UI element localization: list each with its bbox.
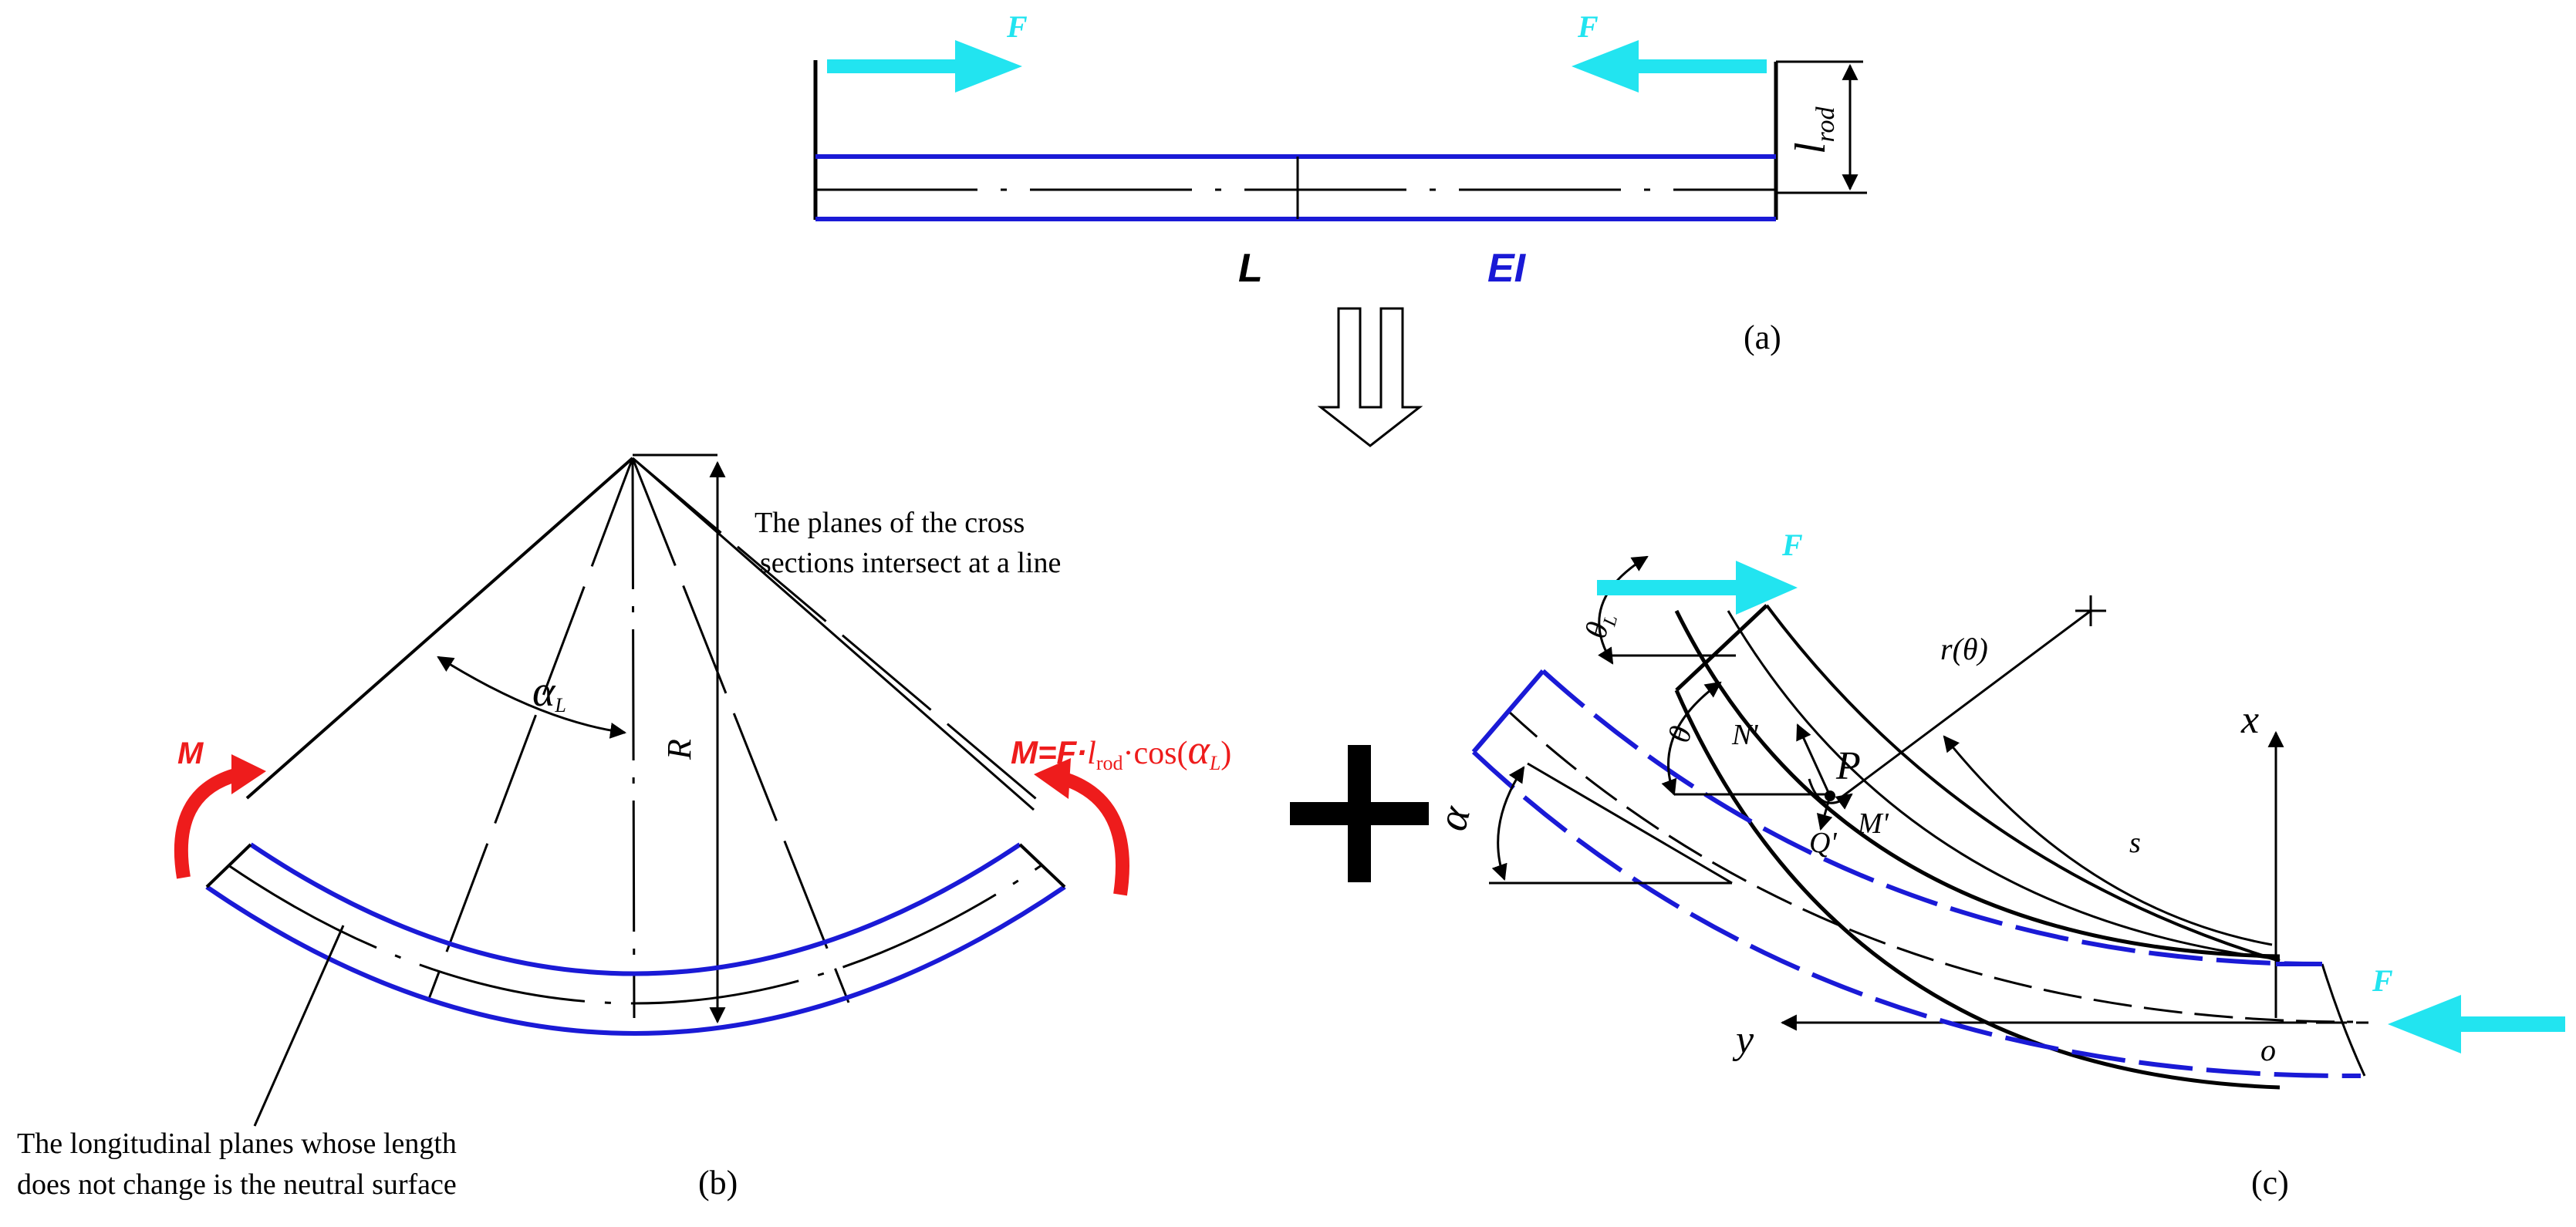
arc-end-left — [205, 843, 252, 888]
force-arrow-right — [2388, 995, 2565, 1053]
theta-arc — [1661, 681, 1722, 796]
arc-top-edge — [249, 842, 1021, 976]
n-prime-arrow — [1796, 723, 1832, 797]
q-prime-label: Q' — [1809, 827, 1837, 859]
n-prime-label: N' — [1731, 719, 1758, 751]
force-label-right: F — [2372, 963, 2393, 998]
deformed-beam-end — [1675, 604, 1768, 692]
reference-arc-bottom — [1471, 750, 2362, 1079]
transition-arrow — [1317, 307, 1423, 447]
caption-b: (b) — [698, 1164, 738, 1202]
angle-label: αL — [532, 668, 566, 716]
s-arc — [1943, 735, 2273, 946]
r-theta-label: r(θ) — [1940, 632, 1988, 666]
alpha-arc — [1491, 766, 1525, 881]
note-top-line2: sections intersect at a line — [760, 547, 1061, 579]
origin-label: o — [2260, 1033, 2276, 1067]
radial-line-right-solid — [632, 457, 1035, 811]
radius-label: R — [660, 739, 698, 760]
moment-arrow-left — [174, 768, 238, 879]
force-arrow-top — [1597, 561, 1798, 615]
stiffness-label: EI — [1487, 246, 1527, 291]
deformed-beam-centerline — [1727, 610, 2281, 961]
radial-edge-left — [245, 457, 634, 800]
x-axis-label: x — [2240, 698, 2259, 742]
length-label: L — [1238, 246, 1263, 291]
s-label: s — [2129, 827, 2141, 859]
note-bottom-line2: does not change is the neutral surface — [17, 1168, 457, 1201]
moment-right-label: M=F·lrod·cos(αL) — [1011, 726, 1231, 774]
m-prime-arc — [1808, 778, 1853, 810]
note-bottom-leader — [253, 925, 345, 1127]
radial-edge-right — [632, 457, 1041, 804]
radial-r-theta — [1839, 609, 2092, 800]
angle-arc — [437, 656, 627, 739]
moment-arrowhead-right — [1034, 758, 1071, 799]
arc-bottom-edge — [205, 885, 1066, 1036]
arc-neutral — [228, 864, 1042, 1005]
end-cap — [2321, 963, 2366, 1077]
moment-arrow-right — [1062, 772, 1129, 896]
alpha-slope-line — [1527, 762, 1733, 885]
q-prime-arrow — [1816, 795, 1833, 831]
moment-arrowhead-left — [231, 754, 266, 794]
thetaL-arc — [1598, 555, 1649, 665]
p-label: P — [1835, 744, 1861, 788]
force-arrow-left — [827, 40, 1022, 93]
note-bottom-line1: The longitudinal planes whose length — [17, 1128, 457, 1160]
force-label-left: F — [1006, 9, 1028, 44]
y-axis-label: y — [1732, 1018, 1754, 1062]
arc-end-right — [1018, 843, 1066, 888]
panel-b: R αL M M=F·lrod·cos(αL) The planes of th… — [17, 453, 1231, 1202]
deformed-beam-inner — [1765, 604, 2281, 962]
reference-arc-end — [1471, 669, 1545, 753]
force-label-top: F — [1781, 528, 1803, 562]
force-label-right: F — [1577, 9, 1599, 44]
caption-c: (c) — [2251, 1164, 2289, 1202]
panel-a: F F lrod L EI (a) — [813, 9, 1867, 356]
caption-a: (a) — [1744, 319, 1781, 356]
reference-arc-center — [1507, 710, 2354, 1023]
radial-line-3 — [631, 457, 850, 1003]
m-prime-label: M' — [1857, 807, 1889, 840]
moment-left-label: M — [177, 737, 204, 770]
plus-sign — [1290, 745, 1429, 882]
force-arrow-right — [1572, 40, 1767, 93]
radial-center — [631, 457, 636, 1019]
deformed-beam-outer — [1674, 609, 2281, 959]
note-top-line1: The planes of the cross — [755, 507, 1025, 539]
panel-c: x y o α θ θL r(θ) s — [1428, 528, 2565, 1202]
l-rod-label: lrod — [1787, 106, 1840, 154]
alpha-label: α — [1428, 800, 1480, 835]
reference-arc-top — [1541, 669, 2323, 966]
